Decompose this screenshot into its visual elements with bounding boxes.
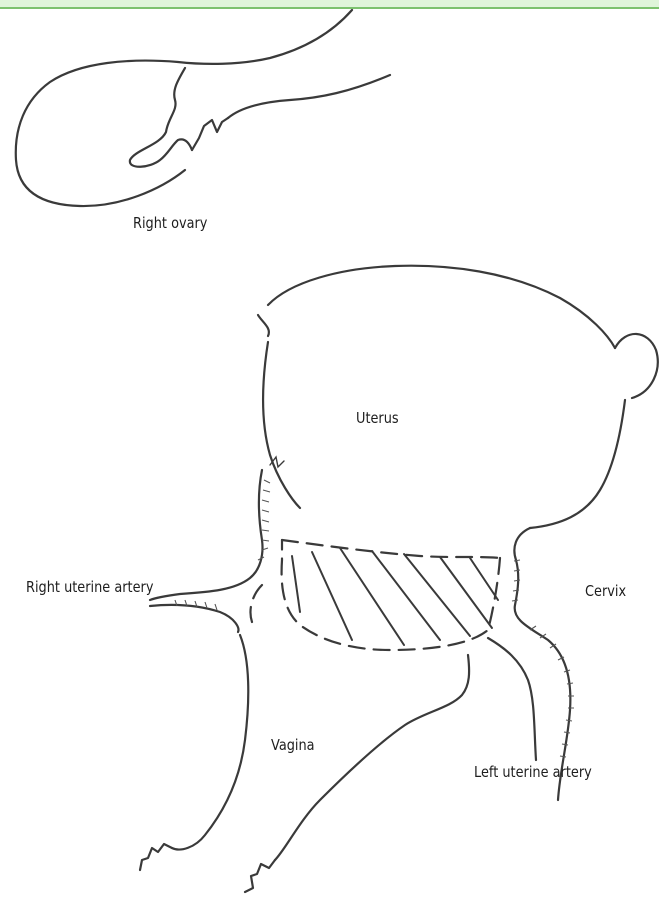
cervix-hatched-region: [250, 540, 500, 650]
label-vagina: Vagina: [271, 732, 315, 758]
label-left-uterine-artery: Left uterine artery: [474, 759, 592, 785]
vagina-outline: [140, 635, 469, 892]
label-right-ovary: Right ovary: [133, 210, 207, 236]
label-right-uterine-artery: Right uterine artery: [26, 574, 155, 600]
label-cervix: Cervix: [585, 578, 626, 604]
right-ovary-outline: [16, 10, 390, 206]
uterus-outline: [258, 266, 658, 528]
label-uterus: Uterus: [356, 405, 399, 431]
right-uterine-artery: [150, 457, 284, 632]
